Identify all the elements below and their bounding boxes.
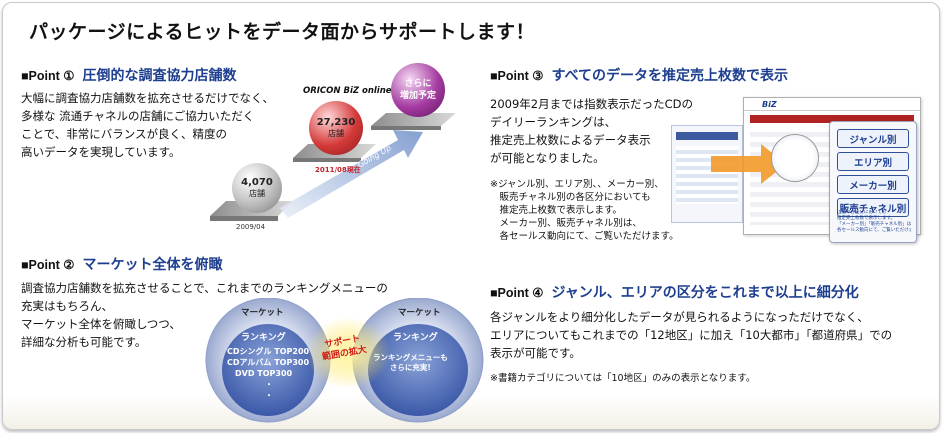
ball-small-unit: 店舗 <box>249 189 265 198</box>
point3-note: ※ジャンル別、エリア別、、メーカー別、 販売チャネル別の各区分においても 推定売… <box>490 179 679 242</box>
zoom-lens <box>771 134 819 182</box>
page-title: パッケージによるヒットをデータ面からサポートします！ <box>29 21 536 43</box>
filter-button-list: ジャンル別 エリア別 メーカー別 販売チャネル別 <box>837 129 909 221</box>
left-ranking-items: CDシングル TOP200 CDアルバム TOP300 DVD TOP300 ・… <box>225 346 309 401</box>
left-ranking-label: ランキング <box>241 333 286 343</box>
ball-2009-stores: 4,070 店舗 <box>232 163 282 213</box>
market-overview-illustration: マーケット ランキング CDシングル TOP200 CDアルバム TOP300 … <box>203 298 488 423</box>
point3-heading: ■Point ③ すべてのデータを推定売上枚数で表示 <box>490 65 788 85</box>
ranking-item: CDシングル TOP200 <box>227 347 310 356</box>
filter-panel-caption: 上記の各区分においても 推定売上枚数で表示します。 「メーカー別」「販売チャネル… <box>837 210 911 233</box>
right-market-header: マーケット <box>398 308 441 318</box>
ranking-item: DVD TOP300 <box>235 369 293 378</box>
point2-body: 調査協力店舗数を拡充させることで、これまでのランキングメニューの 充実はもちろん… <box>21 281 388 349</box>
channel-filter-button[interactable]: 販売チャネル別 <box>837 198 909 217</box>
ball-small-date: 2009/04 <box>236 223 266 231</box>
side-panel-bar <box>676 132 738 140</box>
point4-label: ■Point ④ <box>490 286 544 300</box>
ranking-item: ・ <box>265 391 273 400</box>
side-panel-screenshot <box>671 125 743 223</box>
point3-label: ■Point ③ <box>490 69 544 83</box>
point4-title: ジャンル、エリアの区分をこれまで以上に細分化 <box>551 285 859 301</box>
market-circles-graphic <box>205 298 484 423</box>
point4-body: 各ジャンルをより細分化したデータが見られるようになっただけでなく、 エリアについ… <box>490 310 893 360</box>
highlight-arrow <box>711 144 786 184</box>
store-growth-illustration: Going Up ORICON BiZ online 4,070 店舗 2009… <box>208 58 468 238</box>
point2-label: ■Point ② <box>21 258 75 272</box>
side-panel-rows <box>676 146 738 204</box>
ranking-item: CDアルバム TOP300 <box>227 358 310 367</box>
point1-body: 大幅に調査協力店舗数を拡充させるだけでなく、 多様な 流通チャネルの店舗にご協力… <box>21 91 274 159</box>
oricon-biz-brand: ORICON BiZ online <box>303 86 392 96</box>
maker-filter-button[interactable]: メーカー別 <box>837 175 909 194</box>
ranking-item: ・ <box>265 380 273 389</box>
point3-body: 2009年2月までは指数表示だったCDの デイリーランキングは、 推定売上枚数に… <box>490 97 693 165</box>
ball-2011-stores: 27,230 店舗 <box>309 101 363 155</box>
point4-heading: ■Point ④ ジャンル、エリアの区分をこれまで以上に細分化 <box>490 282 859 302</box>
left-market-header: マーケット <box>241 308 284 318</box>
point1-label: ■Point ① <box>21 69 75 83</box>
screenshot-header: BiZ <box>744 98 920 111</box>
ball-mid-unit: 店舗 <box>328 129 344 138</box>
ball-mid-value: 27,230 <box>316 117 356 128</box>
screenshot-brand: BiZ <box>762 99 777 109</box>
genre-filter-button[interactable]: ジャンル別 <box>837 129 909 148</box>
point2-title: マーケット全体を俯瞰 <box>82 257 223 273</box>
point2-heading: ■Point ② マーケット全体を俯瞰 <box>21 254 222 274</box>
point4-note: ※書籍カテゴリについては「10地区」のみの表示となります。 <box>490 373 756 384</box>
area-filter-button[interactable]: エリア別 <box>837 152 909 171</box>
point1-heading: ■Point ① 圧倒的な調査協力店舗数 <box>21 65 236 85</box>
right-ranking-label: ランキング <box>393 333 438 343</box>
point3-title: すべてのデータを推定売上枚数で表示 <box>551 68 788 84</box>
point1-title: 圧倒的な調査協力店舗数 <box>82 68 237 84</box>
right-ranking-note: ランキングメニューも さらに充実! <box>373 353 448 372</box>
ball-small-value: 4,070 <box>241 177 273 188</box>
screenshot-title-bar <box>750 115 914 123</box>
ball-mid-date: 2011/08現在 <box>315 166 361 174</box>
ball-future: さらに 増加予定 <box>391 63 445 117</box>
